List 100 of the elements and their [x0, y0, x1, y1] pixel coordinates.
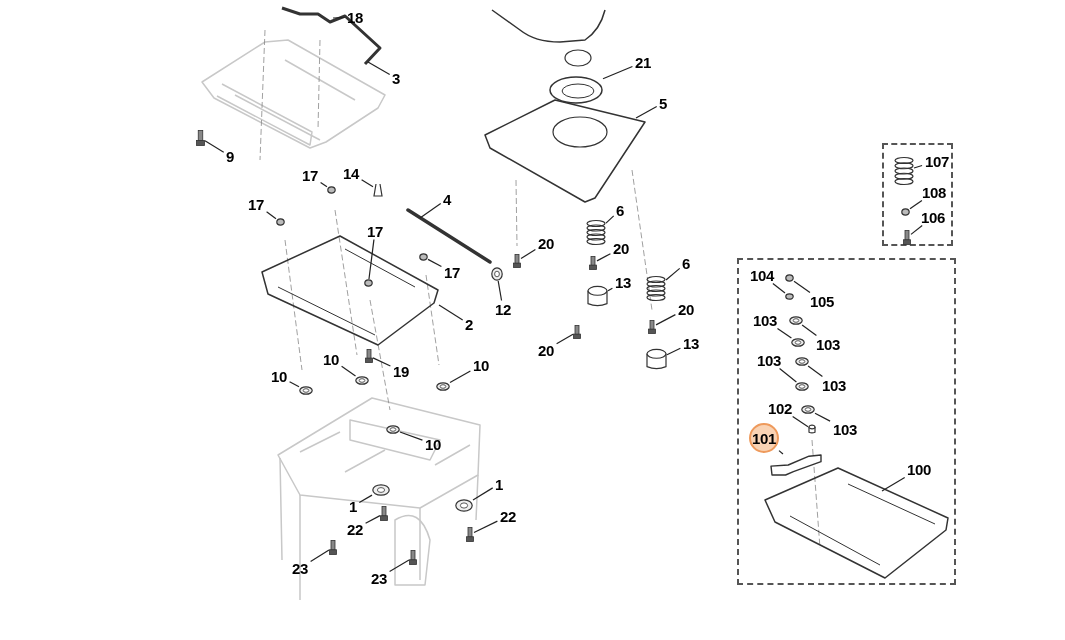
- callout-number: 14: [340, 164, 362, 182]
- callout-number: 20: [675, 300, 697, 318]
- callout-number: 13: [680, 334, 702, 352]
- leader-line: [361, 179, 374, 188]
- leader-line: [449, 370, 471, 384]
- callout-number: 5: [656, 94, 670, 112]
- callout-number: 6: [613, 201, 627, 219]
- callout-number: 23: [289, 559, 311, 577]
- washer-drawing: [801, 405, 815, 414]
- callout-number: 10: [422, 435, 444, 453]
- nut-drawing: [327, 186, 336, 194]
- callout-number: 20: [610, 239, 632, 257]
- leader-line: [520, 249, 536, 260]
- callout-number: 22: [344, 520, 366, 538]
- cap-drawing: [808, 425, 816, 434]
- leader-line: [801, 324, 818, 337]
- callout-number: 20: [535, 341, 557, 359]
- callout-number: 10: [268, 367, 290, 385]
- callout-number: 103: [813, 335, 843, 353]
- leader-line: [310, 549, 330, 562]
- callout-number: 1: [346, 497, 360, 515]
- washer-drawing: [455, 499, 473, 512]
- leader-line: [341, 365, 357, 377]
- callout-number: 103: [750, 311, 780, 329]
- spring-drawing: [586, 220, 606, 245]
- callout-number: 10: [320, 350, 342, 368]
- callout-number: 101: [749, 423, 779, 453]
- callout-number: 106: [918, 208, 948, 226]
- callout-number: 21: [632, 53, 654, 71]
- leader-line: [266, 211, 277, 220]
- leader-line: [472, 487, 494, 501]
- bolt-drawing: [365, 349, 373, 363]
- leader-line: [913, 164, 923, 169]
- leader-line: [332, 16, 345, 19]
- leader-line: [665, 267, 681, 281]
- callout-number: 105: [807, 292, 837, 310]
- washer-drawing: [299, 386, 313, 395]
- callout-number: 107: [922, 152, 952, 170]
- callout-number: 12: [492, 300, 514, 318]
- leader-line: [438, 304, 464, 321]
- bolt-drawing: [466, 527, 474, 542]
- bolt-drawing: [648, 320, 656, 334]
- leader-line: [320, 181, 328, 188]
- leader-line: [807, 365, 824, 378]
- leader-line: [204, 140, 225, 153]
- leader-line: [419, 202, 442, 219]
- leader-line: [655, 314, 676, 326]
- leader-line: [473, 520, 498, 534]
- leader-line: [635, 105, 658, 119]
- bolt-drawing: [409, 550, 417, 565]
- clip-drawing: [373, 183, 383, 197]
- leader-line: [778, 450, 784, 455]
- callout-number: 22: [497, 507, 519, 525]
- callout-number: 17: [299, 166, 321, 184]
- bolt-drawing: [329, 540, 337, 555]
- bolt-drawing: [513, 254, 521, 268]
- nut-drawing: [901, 208, 910, 216]
- callout-number: 13: [612, 273, 634, 291]
- washer-drawing: [491, 267, 503, 281]
- leader-line: [910, 224, 923, 235]
- leader-line: [607, 287, 613, 292]
- callout-number: 6: [679, 254, 693, 272]
- group-frame: [882, 143, 953, 246]
- bolt-drawing: [196, 130, 205, 146]
- callout-number: 100: [904, 460, 934, 478]
- callout-number: 3: [389, 69, 403, 87]
- leader-line: [556, 333, 574, 345]
- washer-drawing: [355, 376, 369, 385]
- callout-number: 17: [364, 222, 386, 240]
- callout-number: 20: [535, 234, 557, 252]
- callout-number: 10: [470, 356, 492, 374]
- washer-drawing: [436, 382, 450, 391]
- callout-number: 18: [344, 8, 366, 26]
- callout-number: 102: [765, 399, 795, 417]
- leader-line: [399, 431, 423, 441]
- leader-line: [367, 61, 391, 75]
- leader-line: [772, 282, 786, 294]
- leader-line: [389, 559, 410, 573]
- leader-line: [372, 357, 391, 367]
- washer-drawing: [795, 357, 809, 366]
- washer-drawing: [795, 382, 809, 391]
- leader-line: [793, 280, 811, 294]
- bolt-drawing: [573, 325, 581, 339]
- cup-drawing: [549, 76, 603, 104]
- leader-line: [427, 258, 442, 268]
- bracket-drawing: [770, 454, 822, 476]
- leader-line: [792, 415, 809, 428]
- leader-line: [368, 238, 375, 280]
- spring-drawing: [646, 276, 666, 301]
- leader-line: [602, 65, 633, 80]
- leader-line: [776, 327, 792, 339]
- bolt-drawing: [903, 230, 911, 245]
- leader-line: [779, 367, 797, 383]
- group-frame: [737, 258, 956, 585]
- callout-number: 1: [492, 475, 506, 493]
- callout-number: 4: [440, 190, 454, 208]
- nut-drawing: [785, 274, 794, 282]
- nut-drawing: [364, 279, 373, 287]
- callout-number: 103: [754, 351, 784, 369]
- leader-line: [814, 412, 831, 422]
